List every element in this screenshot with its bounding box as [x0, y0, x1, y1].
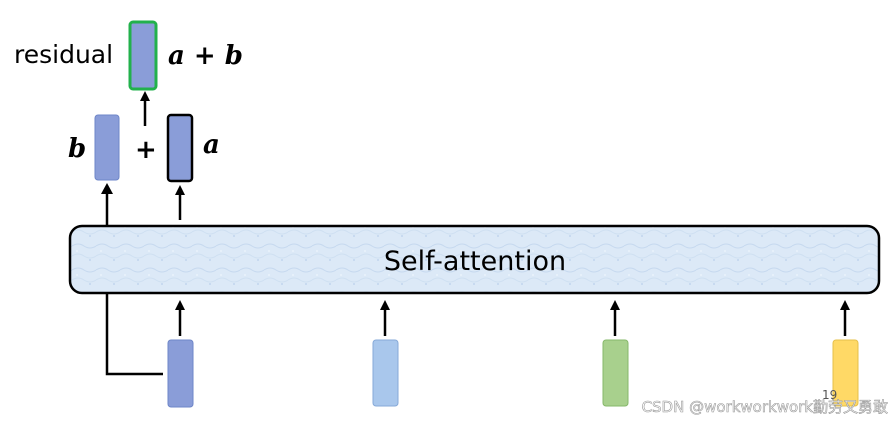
residual-label: residual	[14, 40, 113, 69]
input-vector-2	[372, 339, 399, 407]
residual-output-vector	[128, 20, 158, 91]
plus-label: +	[135, 135, 157, 165]
sum-label: a + b	[168, 41, 243, 71]
b-vector	[94, 114, 120, 181]
a-label: a	[203, 130, 220, 160]
input-vector-3	[602, 339, 629, 407]
input-vector-4	[832, 339, 859, 407]
page-number: 19	[822, 388, 837, 402]
input-vector-1	[167, 339, 194, 408]
csdn-watermark: CSDN @workworkwork勤劳又勇敢	[642, 398, 888, 416]
a-vector	[166, 113, 194, 183]
b-label: b	[68, 134, 86, 164]
self-attention-label: Self-attention	[384, 246, 566, 277]
self-attention-block	[68, 224, 881, 295]
skip-arrowhead	[101, 183, 113, 194]
